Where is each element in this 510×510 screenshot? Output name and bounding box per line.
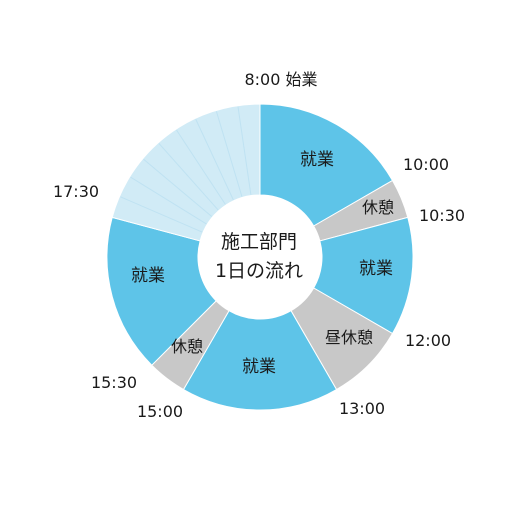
after-hours-line [237, 106, 252, 195]
donut-segments [106, 103, 414, 411]
center-title-line2: 1日の流れ [215, 260, 303, 282]
time-label-1200: 12:00 [405, 331, 451, 350]
after-hours-line [215, 111, 243, 197]
time-label-1530: 15:30 [91, 373, 137, 392]
after-hours-line [143, 158, 213, 217]
time-label-1000: 10:00 [403, 155, 449, 174]
after-hours-line [158, 143, 219, 211]
time-label-1030: 10:30 [419, 206, 465, 225]
segment-label-work-3: 就業 [242, 357, 276, 377]
time-label-1300: 13:00 [339, 399, 385, 418]
donut-hole [198, 195, 322, 319]
time-label-1730: 17:30 [53, 182, 99, 201]
after-hours-line [120, 196, 203, 233]
after-hours-line [130, 176, 207, 225]
segment-label-work-4: 就業 [131, 266, 165, 286]
time-label-1500: 15:00 [137, 402, 183, 421]
segment-label-work-1: 就業 [300, 150, 334, 170]
segment-label-work-2: 就業 [359, 259, 393, 279]
after-hours-line [195, 119, 234, 201]
segment-label-break-1: 休憩 [362, 198, 394, 217]
after-hours-lines [120, 106, 252, 233]
segment-label-lunch: 昼休憩 [325, 328, 373, 347]
time-label-0800: 8:00 始業 [244, 70, 317, 89]
center-title-line1: 施工部門 [221, 231, 297, 253]
segment-label-break-2: 休憩 [171, 337, 203, 356]
after-hours-line [176, 129, 226, 205]
